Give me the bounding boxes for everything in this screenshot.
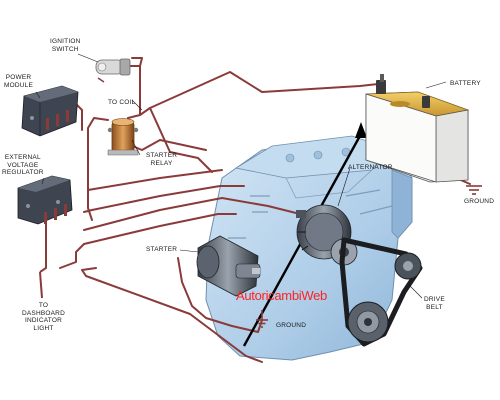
ground-symbol-right xyxy=(466,185,482,195)
label-alternator: ALTERNATOR xyxy=(348,164,393,171)
ignition-switch xyxy=(95,58,131,83)
watermark-text: AutoricambiWeb xyxy=(236,288,327,303)
starter-relay xyxy=(107,118,139,156)
dashboard-wire xyxy=(39,224,47,299)
ground-symbol-bottom xyxy=(256,310,268,328)
label-to-dashboard-indicator-light: TO DASHBOARD INDICATOR LIGHT xyxy=(22,302,65,332)
label-leader-lines xyxy=(35,53,447,299)
label-ignition-switch: IGNITION SWITCH xyxy=(50,38,81,53)
label-to-coil: TO COIL xyxy=(108,99,136,106)
label-battery: BATTERY xyxy=(450,80,481,87)
power-module xyxy=(21,85,79,137)
label-external-voltage-regulator: EXTERNAL VOLTAGE REGULATOR xyxy=(2,154,44,176)
label-ground-bottom: GROUND xyxy=(276,322,307,329)
label-starter: STARTER xyxy=(146,246,178,253)
label-power-module: POWER MODULE xyxy=(4,74,34,89)
external-voltage-regulator xyxy=(17,175,73,225)
label-ground-right: GROUND xyxy=(464,198,495,205)
label-drive-belt: DRIVE BELT xyxy=(424,296,445,311)
drive-belt xyxy=(339,237,423,347)
starter-motor xyxy=(196,235,261,297)
battery xyxy=(365,74,470,183)
label-starter-relay: STARTER RELAY xyxy=(146,152,178,167)
